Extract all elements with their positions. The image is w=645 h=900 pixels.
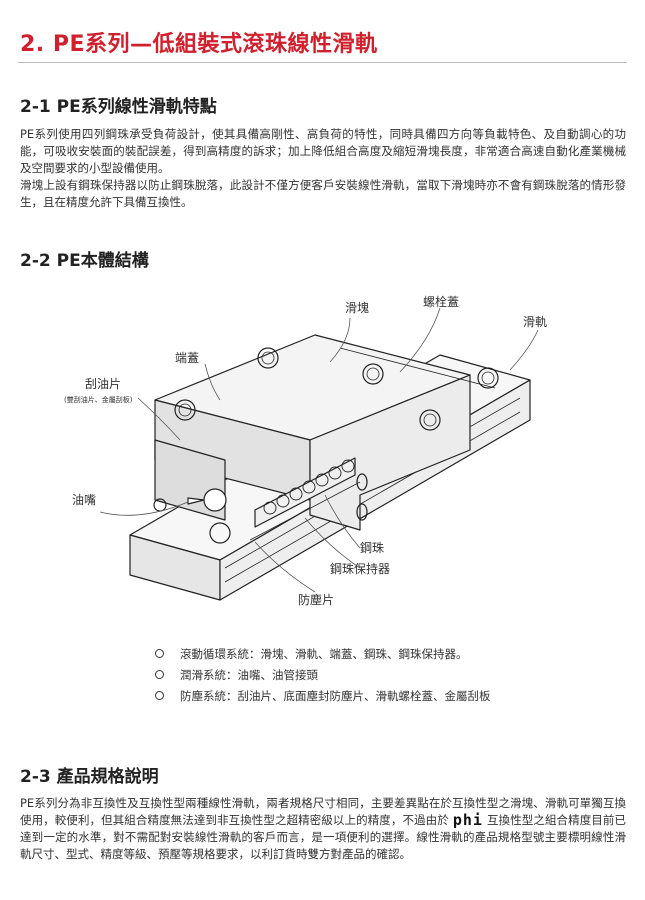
rail-bolt-hole-inner — [481, 371, 495, 385]
list-item: 防塵系統：刮油片、底面塵封防塵片、滑軌螺栓蓋、金屬刮板 — [155, 685, 491, 706]
section-2-1-paragraph-2: 滑塊上設有鋼珠保持器以防止鋼珠脫落，此設計不僅方便客戶安裝線性滑軌，當取下滑塊時… — [20, 178, 626, 209]
circle-bullet-icon — [155, 691, 164, 700]
paragraph-text-before-brand: PE系列分為非互換性及互換性型兩種線性滑軌，兩者規格尺寸相同，主要差異點在於互換… — [20, 796, 626, 827]
circle-bullet-icon — [155, 670, 164, 679]
block-bolt-hole — [362, 363, 384, 385]
block-bolt-hole — [174, 399, 196, 421]
feature-list: 滾動循環系統：滑塊、滑軌、端蓋、鋼珠、鋼珠保持器。 潤滑系統：油嘴、油管接頭 防… — [155, 643, 491, 706]
label-end-cap: 端蓋 — [175, 351, 199, 365]
label-scraper: 刮油片 — [85, 377, 121, 391]
section-2-1-title: 2-1 PE系列線性滑軌特點 — [20, 97, 217, 117]
dust-seal-strip — [249, 481, 361, 541]
label-bolt-cap: 螺栓蓋 — [423, 294, 459, 309]
label-scraper-note: (雙刮油片、金屬刮板) — [64, 395, 133, 404]
label-dust-seal: 防塵片 — [298, 592, 334, 607]
ball-retainer — [254, 457, 356, 528]
feature-text: 潤滑系統：油嘴、油管接頭 — [180, 667, 318, 682]
list-item: 滾動循環系統：滑塊、滑軌、端蓋、鋼珠、鋼珠保持器。 — [155, 643, 491, 664]
rail-bolt-hole-front — [209, 522, 231, 544]
label-rail: 滑軌 — [523, 314, 547, 329]
brand-logo: phi — [452, 811, 483, 829]
grease-nipple-body — [203, 488, 227, 512]
label-ball: 鋼珠 — [360, 541, 384, 555]
feature-text: 防塵系統：刮油片、底面塵封防塵片、滑軌螺栓蓋、金屬刮板 — [180, 688, 491, 703]
label-block: 滑塊 — [345, 300, 369, 315]
label-ball-retainer: 鋼珠保持器 — [330, 561, 390, 576]
circle-bullet-icon — [155, 649, 164, 658]
block-bolt-hole — [419, 409, 441, 431]
section-2-3-title: 2-3 產品規格說明 — [20, 767, 159, 787]
title-divider — [18, 62, 627, 63]
label-grease-nipple: 油嘴 — [72, 493, 96, 507]
section-2-3-paragraph: PE系列分為非互換性及互換性型兩種線性滑軌，兩者規格尺寸相同，主要差異點在於互換… — [20, 795, 626, 863]
grease-nipple-tip — [187, 497, 205, 505]
page-title: 2. PE系列—低組裝式滾珠線性滑軌 — [20, 32, 378, 57]
rail-bolt-hole — [477, 367, 499, 389]
feature-text: 滾動循環系統：滑塊、滑軌、端蓋、鋼珠、鋼珠保持器。 — [180, 646, 468, 661]
block-bolt-hole — [257, 347, 279, 369]
list-item: 潤滑系統：油嘴、油管接頭 — [155, 664, 491, 685]
pe-structure-diagram: 滑塊 螺栓蓋 滑軌 端蓋 刮油片 (雙刮油片、金屬刮板) 油嘴 鋼珠 鋼珠保持器… — [64, 294, 547, 607]
paragraph-text-after-brand: 互換性型之組合精度目前已達到一定的水準，對不需配對安裝線性滑軌的客戶而言，是一項… — [20, 813, 626, 861]
section-2-2-title: 2-2 PE本體結構 — [20, 251, 149, 271]
section-2-1-paragraph-1: PE系列使用四列鋼珠承受負荷設計，使其具備高剛性、高負荷的特性，同時具備四方向等… — [20, 127, 626, 175]
ball-row — [263, 459, 355, 515]
